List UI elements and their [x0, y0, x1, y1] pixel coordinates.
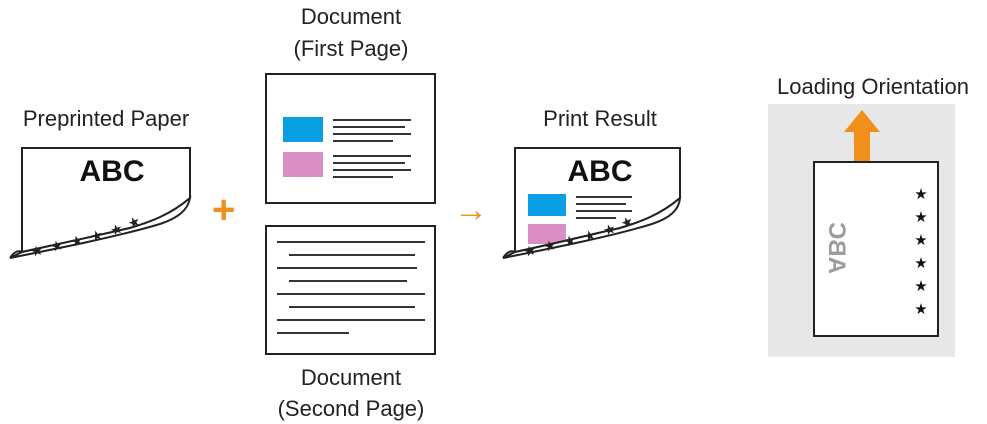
star-icon: ★: [601, 221, 618, 240]
preprinted-paper-label: Preprinted Paper: [22, 106, 190, 131]
document-second-label-line2: (Second Page): [277, 396, 425, 421]
star-icon: ★: [914, 300, 928, 318]
star-icon: ★: [914, 231, 928, 249]
star-icon: ★: [914, 277, 928, 295]
star-icon: ★: [914, 208, 928, 226]
star-icon: ★: [522, 242, 538, 261]
star-icon: ★: [542, 237, 558, 256]
blue-block: [528, 194, 566, 216]
star-icon: ★: [914, 254, 928, 272]
pink-block: [528, 224, 566, 244]
loading-stars: ★ ★ ★ ★ ★ ★: [911, 183, 931, 321]
plus-icon: +: [212, 188, 236, 232]
rotated-abc-text: ABC: [823, 222, 850, 274]
loading-orientation-panel: ABC ★ ★ ★ ★ ★ ★: [768, 104, 955, 357]
star-icon: ★: [914, 185, 928, 203]
star-icon: ★: [619, 213, 637, 233]
star-icon: ★: [108, 221, 125, 240]
document-second-label-line1: Document: [300, 365, 402, 390]
arrow-up-icon: [844, 110, 880, 166]
print-result-label: Print Result: [543, 106, 657, 131]
print-result-abc-text: ABC: [567, 155, 633, 188]
print-result-stars: ★ ★ ★ ★ ★ ★: [522, 213, 636, 261]
star-icon: ★: [69, 232, 85, 251]
star-icon: ★: [126, 213, 144, 233]
document-first-label-line2: (First Page): [293, 36, 409, 61]
loading-orientation-label: Loading Orientation: [776, 74, 970, 99]
star-icon: ★: [89, 227, 105, 246]
star-icon: ★: [29, 242, 45, 261]
document-first-label-line1: Document: [300, 4, 402, 29]
pink-block: [283, 152, 323, 177]
star-icon: ★: [582, 227, 598, 246]
arrow-right-icon: →: [454, 191, 488, 229]
document-first-page: [265, 73, 436, 204]
star-icon: ★: [49, 237, 65, 256]
star-icon: ★: [562, 232, 578, 251]
loading-sheet: ABC ★ ★ ★ ★ ★ ★: [813, 161, 939, 337]
document-second-page: [265, 225, 436, 355]
preprint-abc-text: ABC: [79, 155, 145, 188]
preprinted-stars: ★ ★ ★ ★ ★ ★: [29, 213, 143, 261]
blue-block: [283, 117, 323, 142]
